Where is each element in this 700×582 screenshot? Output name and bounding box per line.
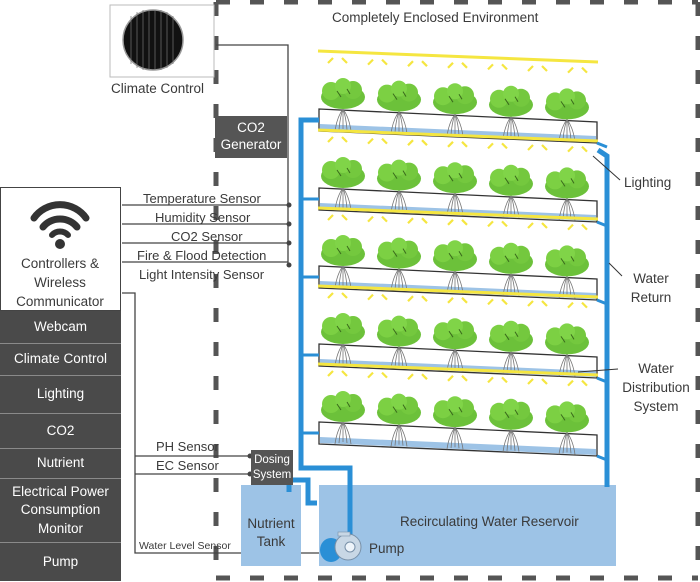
lettuce-plant-icon (377, 393, 421, 447)
grow-light (317, 284, 599, 309)
enclosure-border (213, 0, 700, 581)
lettuce-plant-icon (321, 78, 365, 132)
module-nutrient[interactable]: Nutrient (0, 449, 121, 479)
module-climate-control[interactable]: Climate Control (0, 344, 121, 376)
lettuce-plant-icon (433, 396, 477, 450)
lettuce-plant-icon (377, 80, 421, 134)
lettuce-plant-icon (377, 237, 421, 291)
growing-tier (317, 362, 599, 457)
module-lighting[interactable]: Lighting (0, 376, 121, 414)
callout-wds-line3: System (633, 399, 679, 414)
callout-lighting: Lighting (624, 175, 672, 190)
co2-generator-line1: CO2 (237, 120, 265, 136)
lettuce-plant-icon (321, 157, 365, 211)
lettuce-plant-icon (545, 88, 589, 142)
grow-light (317, 128, 599, 153)
module-pump[interactable]: Pump (0, 543, 121, 581)
lettuce-plant-icon (377, 159, 421, 213)
lettuce-plant-icon (377, 315, 421, 369)
module-co2[interactable]: CO2 (0, 414, 121, 449)
module-power-monitor[interactable]: Electrical Power Consumption Monitor (0, 479, 121, 543)
lettuce-plant-icon (489, 85, 533, 139)
return-branch (596, 141, 608, 149)
dosing-line2: System (252, 468, 292, 481)
growing-tier (317, 49, 599, 144)
sensor-fire-flood: Fire & Flood Detection (137, 248, 267, 263)
callout-wds-line2: Distribution (622, 380, 690, 395)
lettuce-plant-icon (433, 83, 477, 137)
grow-light (317, 206, 599, 231)
lettuce-plant-icon (321, 391, 365, 445)
growing-tier (317, 206, 599, 301)
lettuce-plant-icon (545, 167, 589, 221)
lettuce-plant-icon (321, 235, 365, 289)
sensor-ec: EC Sensor (156, 458, 219, 473)
return-branch (596, 220, 608, 228)
callout-water-return-line1: Water (633, 271, 669, 286)
nutrient-tank-line2: Tank (256, 534, 286, 549)
control-wiring (122, 44, 334, 554)
lettuce-plant-icon (489, 242, 533, 296)
reservoir-tank (319, 485, 616, 566)
lettuce-plant-icon (545, 323, 589, 377)
dosing-line1: Dosing (254, 454, 290, 467)
pump-icon (320, 531, 362, 562)
grow-light (317, 49, 599, 74)
controller-line1: Controllers & (20, 256, 100, 271)
climate-control-unit (109, 4, 215, 78)
lettuce-plant-icon (545, 401, 589, 455)
return-branch (596, 376, 608, 384)
controller-line3: Communicator (16, 294, 104, 309)
controller-line2: Wireless (34, 275, 86, 290)
callout-water-distribution: Water Distribution System (614, 359, 698, 416)
callout-wds-line1: Water (638, 361, 674, 376)
return-branch (596, 454, 608, 462)
lettuce-plant-icon (321, 313, 365, 367)
sensor-light-intensity: Light Intensity Sensor (139, 267, 265, 282)
co2-generator-line2: Generator (220, 137, 282, 152)
controller-box: Controllers & Wireless Communicator (0, 187, 121, 311)
grow-light (317, 362, 599, 387)
nutrient-tank-line1: Nutrient (247, 516, 295, 531)
callout-water-return-line2: Return (630, 290, 672, 305)
sensor-temperature: Temperature Sensor (143, 191, 261, 206)
lettuce-plant-icon (433, 318, 477, 372)
co2-generator: CO2 Generator (215, 116, 287, 158)
module-webcam[interactable]: Webcam (0, 311, 121, 344)
sensor-ph: PH Sensor (156, 439, 219, 454)
callout-water-return: Water Return (626, 269, 676, 307)
sensor-humidity: Humidity Sensor (155, 210, 251, 225)
nutrient-tank (241, 485, 301, 566)
lettuce-plant-icon (489, 398, 533, 452)
climate-control-label: Climate Control (111, 81, 205, 96)
lettuce-plant-icon (489, 320, 533, 374)
wifi-icon (30, 201, 90, 249)
dosing-system: Dosing System (251, 450, 293, 485)
reservoir-label: Recirculating Water Reservoir (400, 514, 579, 529)
return-branch (596, 298, 608, 306)
lettuce-plant-icon (433, 240, 477, 294)
enclosure-title: Completely Enclosed Environment (332, 10, 539, 25)
nutrient-tank-label: Nutrient Tank (241, 515, 301, 551)
pump-label: Pump (369, 541, 405, 556)
sensor-water-level: Water Level Sensor (139, 540, 231, 552)
sensor-co2: CO2 Sensor (171, 229, 243, 244)
